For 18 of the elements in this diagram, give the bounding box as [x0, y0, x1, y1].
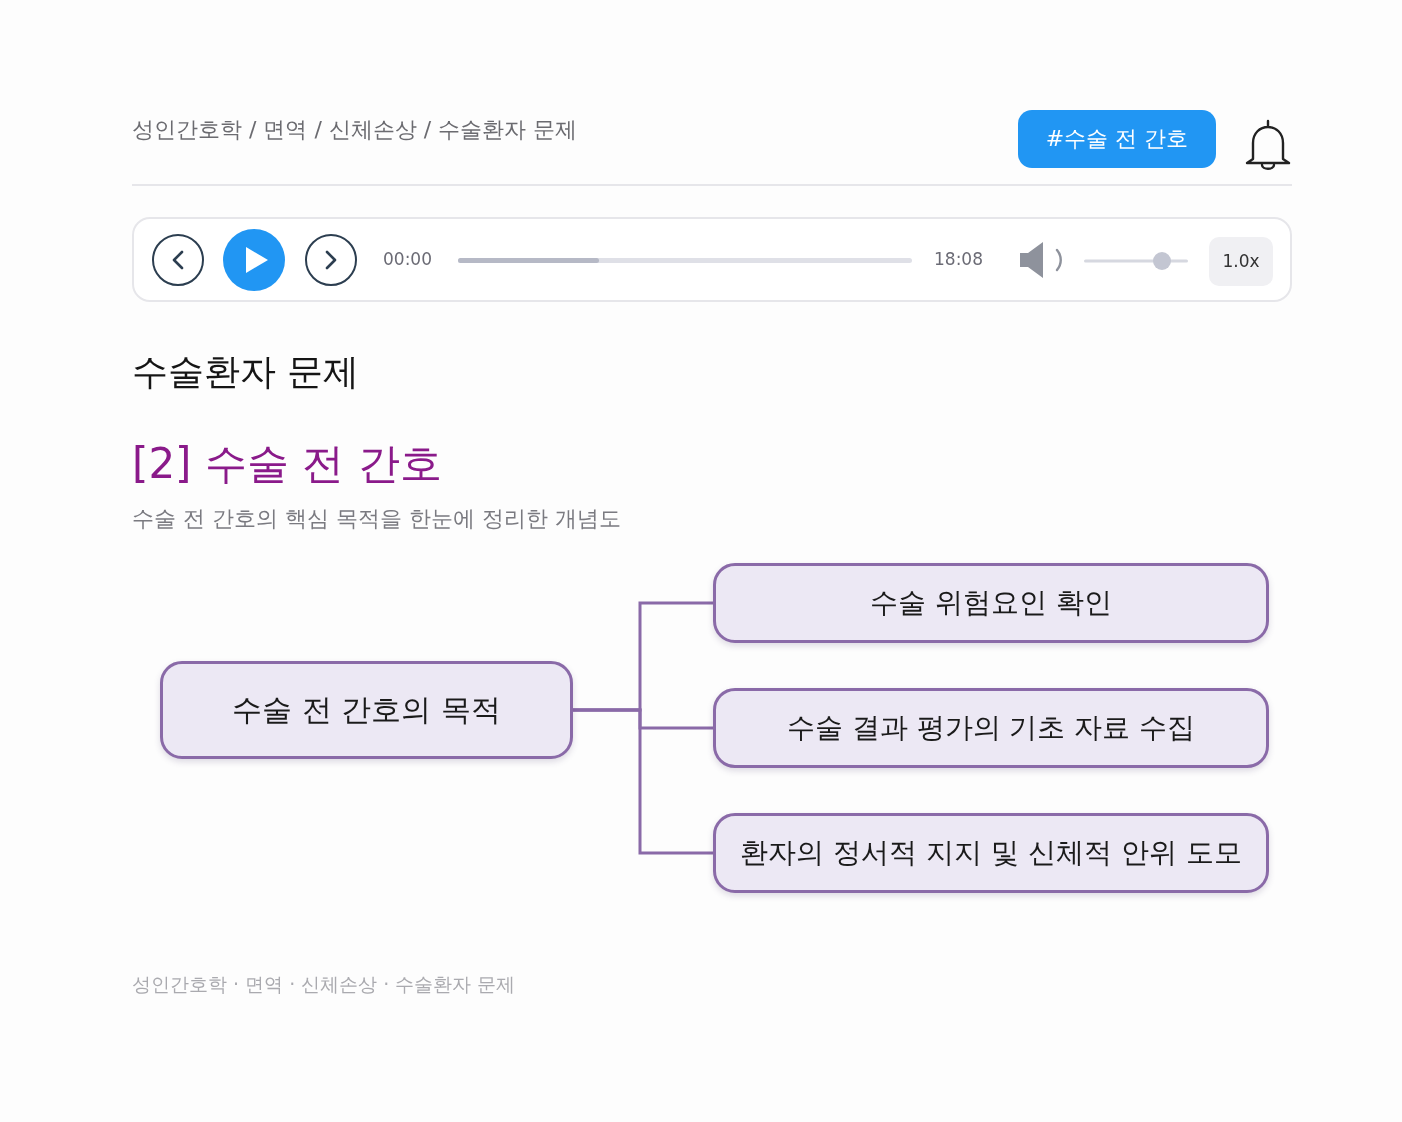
breadcrumb: 성인간호학 / 면역 / 신체손상 / 수술환자 문제 [132, 117, 578, 144]
concept-box [713, 563, 1269, 643]
connector-line [573, 708, 713, 855]
concept-box [160, 661, 573, 759]
tag-chip: #수술 전 간호 [1018, 110, 1216, 168]
concept-box [713, 813, 1269, 893]
page-heading: 수술환자 문제 [132, 350, 360, 394]
section-title: [2] 수술 전 간호 [132, 439, 442, 490]
node-label: 환자의 정서적 지지 및 신체적 안위 도모 [740, 835, 1242, 871]
concept-box [713, 688, 1269, 768]
elapsed-time: 00:00 [383, 249, 432, 270]
node-label: 수술 결과 평가의 기초 자료 수집 [786, 710, 1196, 746]
node-label: 수술 전 간호의 목적 [232, 690, 501, 729]
total-time: 18:08 [934, 249, 983, 270]
diagram-subtitle: 수술 전 간호의 핵심 목적을 한눈에 정리한 개념도 [132, 506, 621, 533]
node-label: 수술 위험요인 확인 [870, 585, 1112, 621]
speed-button: 1.0x [1209, 237, 1273, 286]
footer-breadcrumb: 성인간호학 · 면역 · 신체손상 · 수술환자 문제 [132, 973, 516, 996]
